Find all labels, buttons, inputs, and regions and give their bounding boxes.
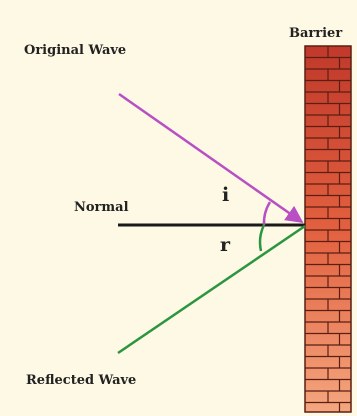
incident-ray — [118, 92, 304, 224]
angle-i-arc — [262, 201, 272, 226]
brick-barrier — [304, 45, 352, 413]
reflected-ray — [117, 224, 306, 355]
barrier-label: Barrier — [289, 26, 343, 41]
original-wave-label: Original Wave — [24, 43, 127, 58]
angle-reflection-label: r — [220, 234, 231, 256]
angle-r-arc — [258, 224, 266, 252]
angle-incidence-label: i — [222, 184, 230, 206]
barrier-mortar — [305, 46, 351, 412]
normal-label: Normal — [74, 200, 129, 215]
reflected-wave-label: Reflected Wave — [26, 373, 137, 388]
